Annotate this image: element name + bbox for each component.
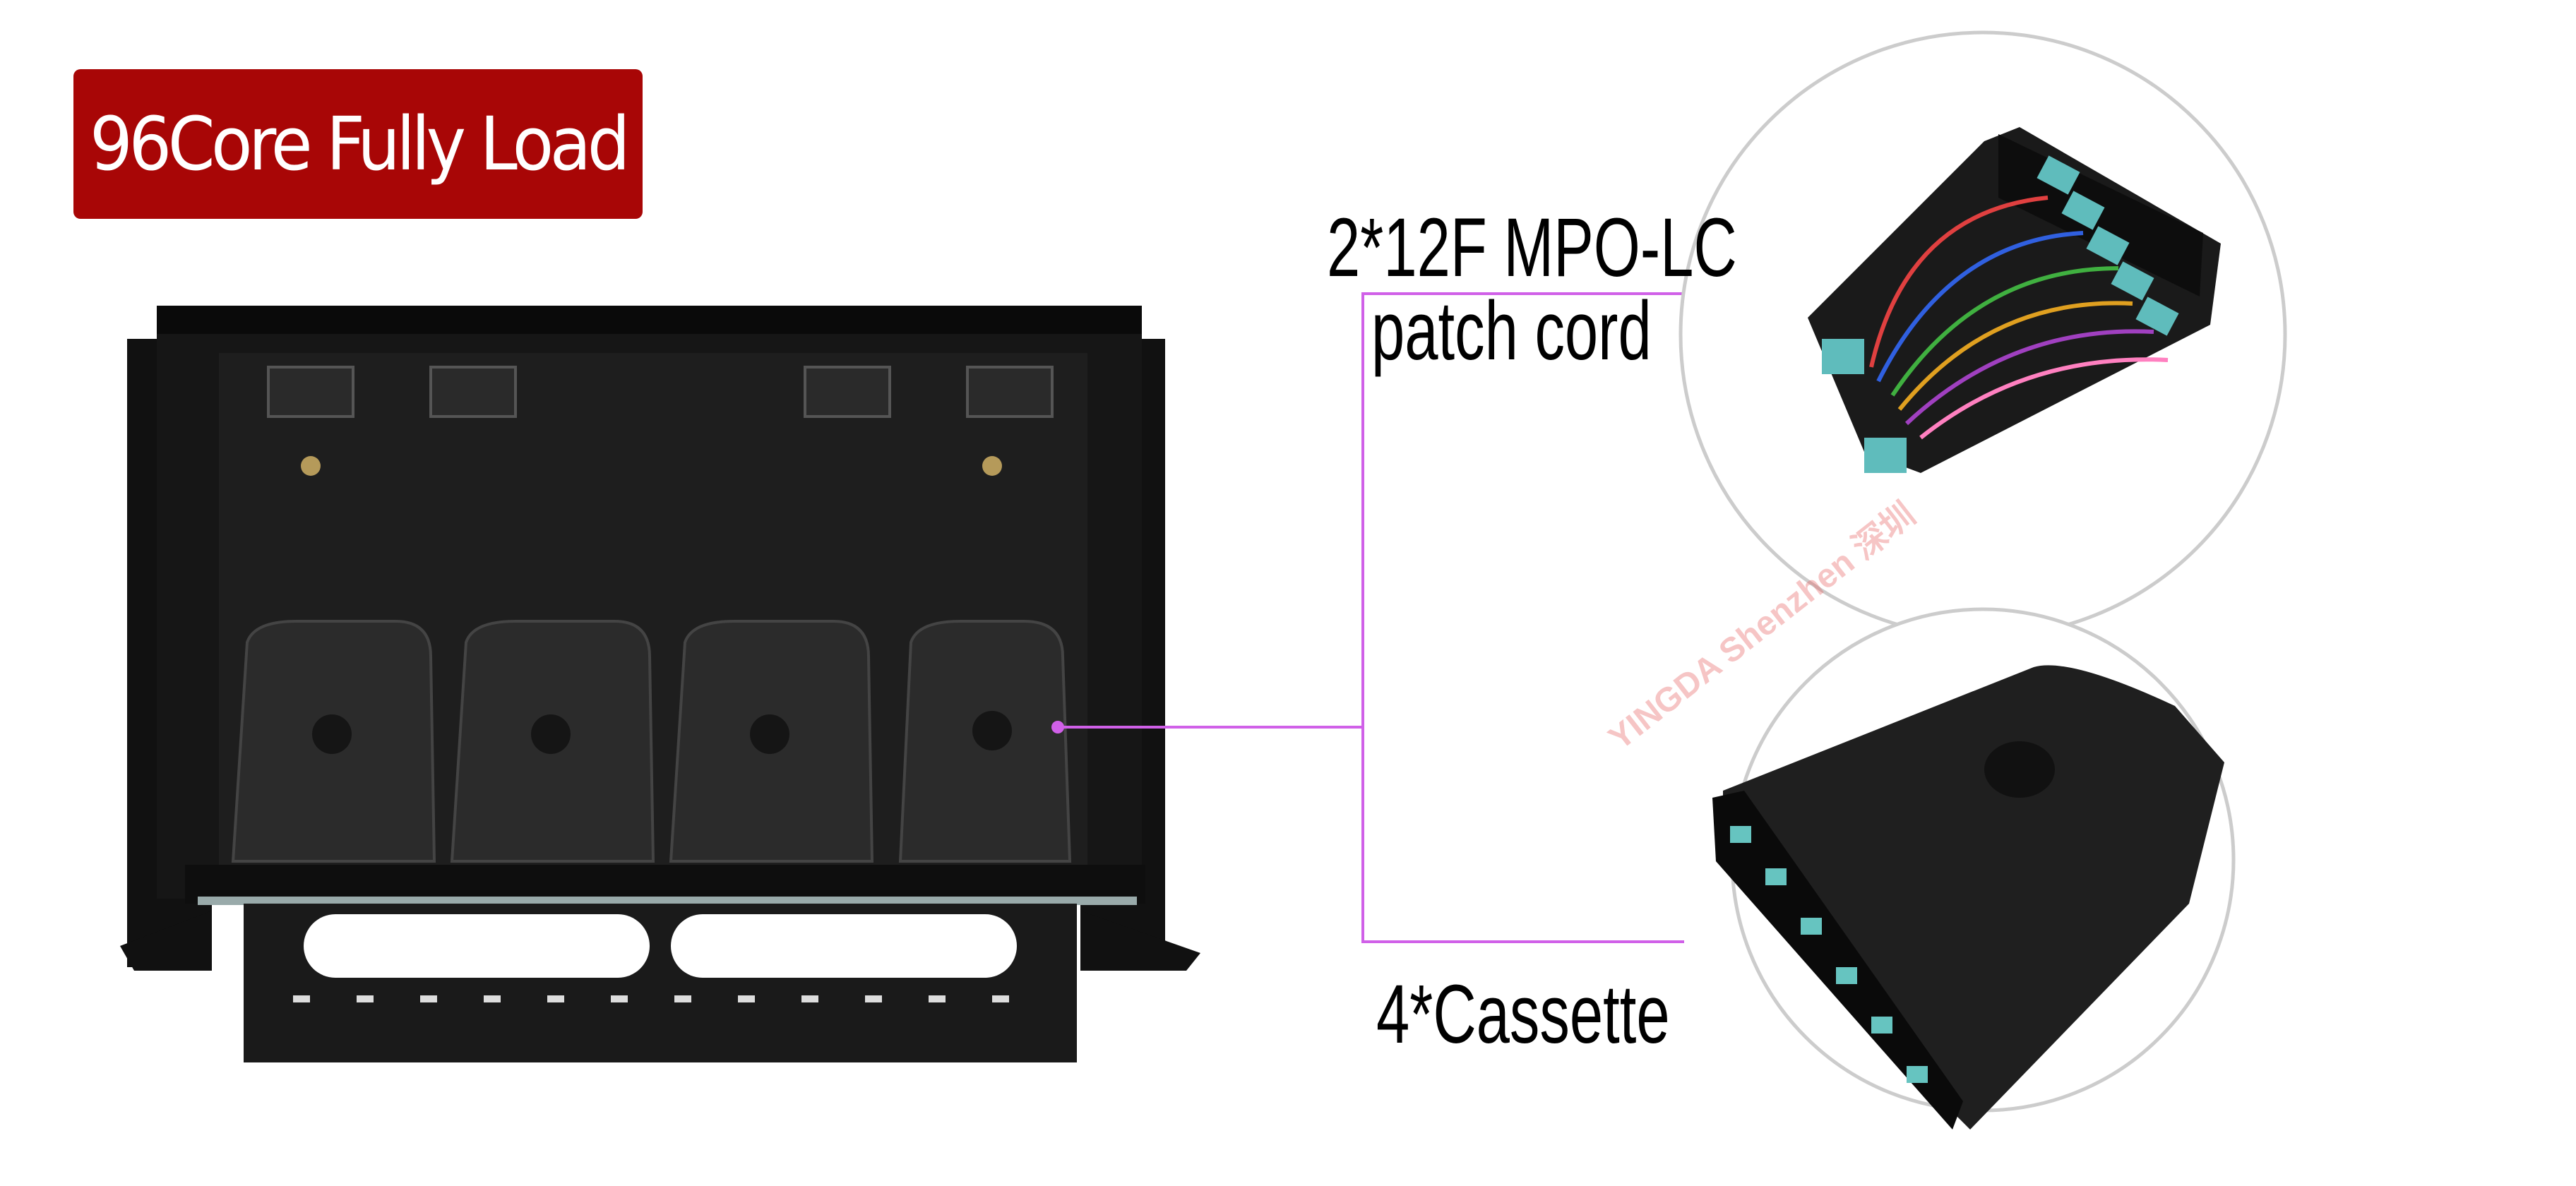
closed-cassette-photo bbox=[1712, 665, 2224, 1130]
title-badge: 96Core Fully Load bbox=[73, 69, 643, 219]
cassette-label: 4*Cassette bbox=[1376, 968, 1670, 1061]
title-badge-text: 96Core Fully Load bbox=[90, 101, 630, 187]
patch-cord-label-line2: patch cord bbox=[1371, 284, 1652, 378]
open-cassette-photo bbox=[1808, 127, 2221, 473]
callout-lines bbox=[1058, 292, 1684, 943]
patch-cord-label-line1: 2*12F MPO-LC bbox=[1327, 201, 1737, 294]
callout-dot bbox=[1051, 721, 1064, 733]
